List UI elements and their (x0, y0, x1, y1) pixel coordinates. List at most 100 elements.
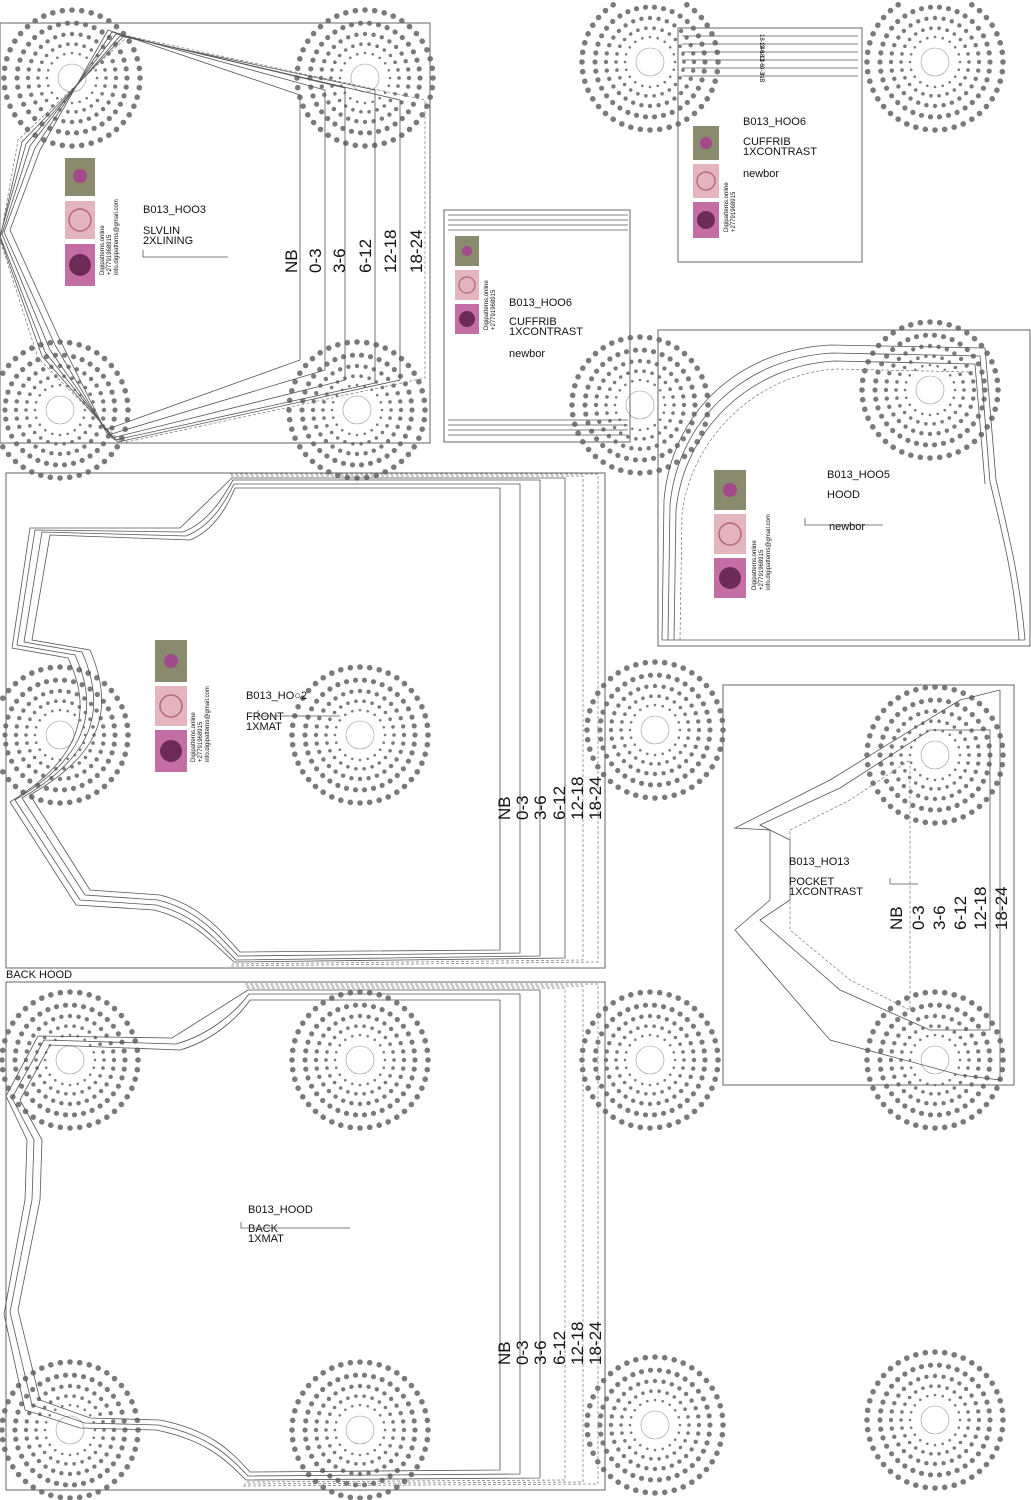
registration-dot (28, 749, 32, 753)
registration-dot (352, 142, 359, 149)
registration-dot (622, 1376, 628, 1382)
registration-dot (38, 1444, 42, 1448)
registration-dot (924, 16, 929, 21)
registration-dot (314, 1066, 319, 1071)
registration-dot (383, 91, 387, 94)
registration-dot (700, 1448, 707, 1454)
registration-dot (408, 1101, 415, 1108)
registration-dot (936, 364, 939, 368)
registration-dot (32, 385, 37, 390)
cut-instruction: 1XCONTRAST (743, 146, 817, 158)
registration-dot (38, 380, 43, 384)
registration-dot (398, 716, 403, 721)
registration-dot (305, 1409, 311, 1415)
registration-dot (424, 722, 431, 729)
registration-dot (678, 90, 684, 96)
registration-dot (963, 90, 969, 96)
registration-dot (408, 776, 415, 783)
registration-dot (661, 752, 664, 756)
registration-dot (373, 713, 377, 717)
registration-dot (334, 13, 340, 19)
registration-dot (326, 701, 332, 707)
registration-dot (622, 37, 627, 42)
size-label: 3-6 (930, 905, 949, 930)
registration-dot (44, 1436, 48, 1439)
registration-dot (663, 40, 666, 44)
registration-dot (656, 1367, 663, 1373)
registration-dot (607, 76, 612, 82)
registration-dot (424, 741, 431, 748)
registration-dot (932, 15, 938, 21)
slvlin-outline-36 (1, 33, 346, 439)
registration-dot (892, 1434, 897, 1440)
registration-dot (70, 701, 74, 705)
registration-dot (958, 753, 962, 757)
registration-dot (295, 1029, 301, 1035)
registration-dot (999, 1426, 1006, 1433)
registration-dot (631, 19, 636, 24)
registration-dot (67, 1383, 73, 1389)
registration-dot (394, 1403, 399, 1408)
size-labels: NB 0-3 3-6 6-12 12-18 18-24 (282, 230, 426, 273)
contact-site: Digipatterns.online (191, 712, 197, 762)
registration-dot (292, 1038, 298, 1044)
registration-dot (86, 1122, 92, 1128)
registration-dot (633, 1357, 639, 1363)
registration-dot (50, 10, 56, 16)
registration-dot (351, 1082, 354, 1086)
registration-dot (59, 1014, 64, 1019)
registration-dot (0, 1427, 5, 1433)
registration-dot (669, 1382, 674, 1387)
registration-dot (668, 419, 672, 423)
registration-dot (651, 1002, 658, 1008)
registration-dot (666, 992, 672, 998)
registration-dot (957, 1051, 961, 1054)
registration-dot (363, 339, 370, 346)
registration-dot (913, 1073, 917, 1076)
registration-dot (896, 777, 901, 782)
cut-instruction: 1XMAT (248, 1233, 284, 1245)
cut-instruction: 1XMAT (246, 721, 282, 733)
registration-dot (582, 78, 588, 84)
registration-dot (941, 1461, 946, 1466)
registration-dot (976, 1417, 982, 1423)
registration-dot (647, 672, 654, 678)
piece-slvlin: Digipatterns.online +27791968915 info.di… (0, 22, 431, 444)
registration-dot (960, 814, 966, 820)
registration-dot (401, 783, 408, 790)
registration-dot (111, 1436, 116, 1441)
registration-dot (377, 705, 382, 709)
registration-dot (376, 1362, 383, 1368)
registration-dot (385, 794, 392, 800)
registration-dot (56, 96, 59, 100)
registration-dot (104, 1370, 110, 1376)
registration-dot (628, 1044, 632, 1047)
registration-dot (999, 68, 1006, 75)
registration-dot (401, 1419, 406, 1424)
registration-dot (387, 1103, 393, 1109)
registration-dot (125, 732, 131, 738)
registration-dot (97, 1011, 103, 1017)
cut-instruction: 2XLINING (143, 235, 193, 247)
registration-dot (314, 1393, 320, 1399)
registration-dot (388, 53, 393, 58)
registration-dot (980, 33, 987, 39)
registration-dot (0, 695, 6, 701)
registration-dot (115, 1401, 121, 1407)
registration-dot (61, 787, 68, 793)
registration-dot (370, 1110, 377, 1116)
registration-dot (969, 1376, 975, 1383)
registration-dot (27, 778, 33, 784)
registration-dot (870, 424, 876, 430)
registration-dot (609, 761, 615, 767)
registration-dot (873, 378, 879, 384)
registration-dot (351, 108, 355, 112)
registration-dot (707, 727, 713, 733)
registration-dot (650, 371, 654, 376)
registration-dot (302, 425, 308, 431)
registration-dot (357, 1013, 363, 1019)
registration-dot (913, 1433, 917, 1436)
size-label: 18-24 (992, 887, 1011, 930)
registration-dot (887, 371, 892, 376)
registration-dot (619, 1119, 625, 1125)
